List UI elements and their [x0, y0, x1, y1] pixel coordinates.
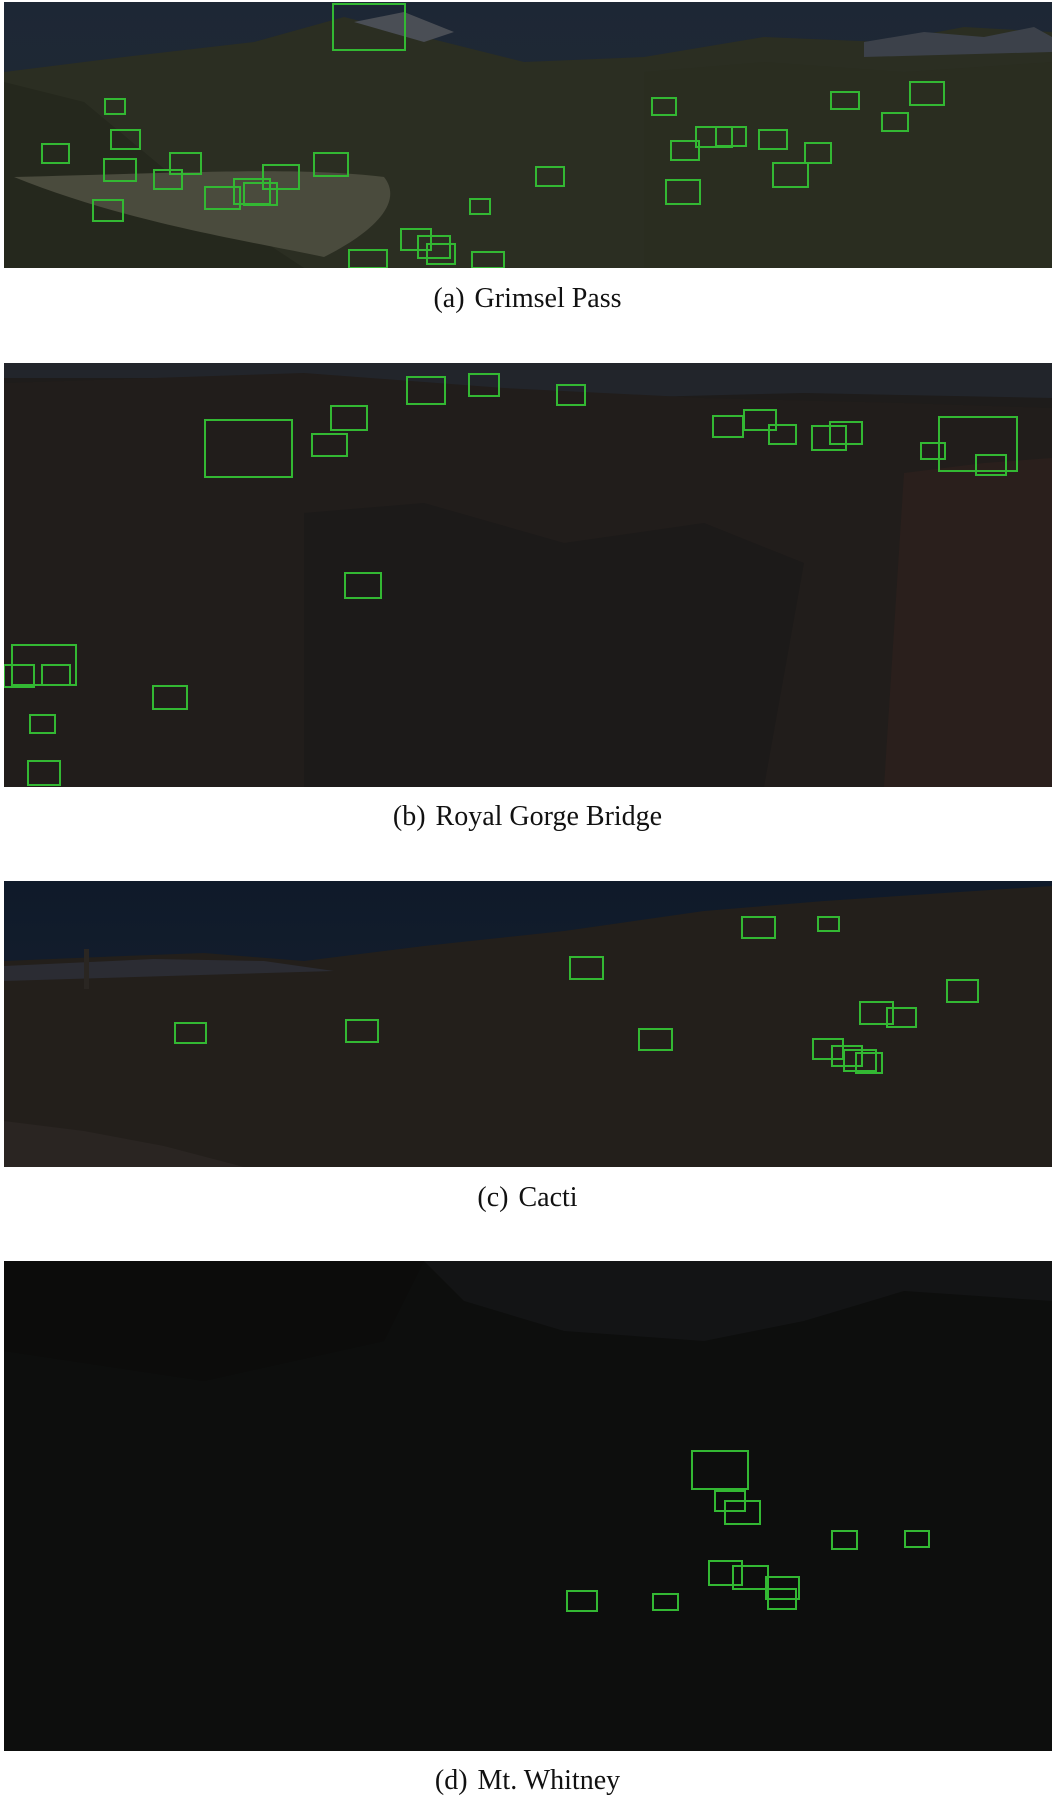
detection-boxes [566, 1450, 930, 1612]
detection-box [110, 129, 141, 150]
detection-box [204, 186, 241, 210]
detection-box [535, 166, 565, 187]
detection-box [569, 956, 604, 980]
detection-box [332, 3, 406, 51]
detection-box [975, 454, 1007, 476]
caption-text: Grimsel Pass [474, 283, 622, 314]
caption-label: (c) [477, 1182, 509, 1213]
detection-box [104, 98, 126, 115]
detection-box [174, 1022, 207, 1044]
panel-royal-gorge-bridge [4, 363, 1052, 787]
detection-box [765, 1576, 800, 1600]
caption-label: (d) [434, 1765, 468, 1796]
figure-caption-a: (a) Grimsel Pass [0, 283, 1055, 315]
detection-box [471, 251, 505, 268]
detection-box [909, 81, 945, 106]
detection-box [817, 916, 840, 932]
detection-box [741, 916, 776, 939]
detection-box [881, 112, 909, 132]
detection-box [406, 376, 446, 405]
detection-box [708, 1560, 743, 1586]
caption-text: Royal Gorge Bridge [435, 801, 663, 832]
figure-caption-d: (d) Mt. Whitney [0, 1765, 1055, 1797]
caption-text: Mt. Whitney [477, 1765, 621, 1796]
mt-whitney-image [4, 1261, 1052, 1751]
detection-box [638, 1028, 673, 1051]
detection-box [768, 424, 797, 445]
detection-box [886, 1007, 917, 1028]
detection-box [670, 140, 700, 161]
detection-box [169, 152, 202, 175]
detection-boxes [41, 3, 945, 268]
detection-box [855, 1052, 883, 1074]
royal-gorge-bridge-image [4, 363, 1052, 787]
detection-box [758, 129, 788, 150]
detection-box [859, 1001, 894, 1025]
detection-box [262, 164, 300, 190]
figure-caption-c: (c) Cacti [0, 1182, 1055, 1214]
detection-box [715, 126, 747, 147]
detection-box [29, 714, 56, 734]
panel-cacti [4, 881, 1052, 1167]
detection-box [400, 228, 432, 251]
detection-box [469, 198, 491, 215]
detection-box [103, 158, 137, 182]
cacti-image [4, 881, 1052, 1167]
detection-box [772, 162, 809, 188]
detection-box [41, 664, 71, 686]
detection-box [345, 1019, 379, 1043]
detection-box [831, 1530, 858, 1550]
detection-box [243, 182, 278, 206]
detection-box [311, 433, 348, 457]
detection-box [946, 979, 979, 1003]
detection-box [829, 421, 863, 445]
panel-mt-whitney [4, 1261, 1052, 1751]
detection-box [724, 1500, 761, 1525]
detection-boxes [174, 916, 979, 1074]
detection-box [804, 142, 832, 164]
detection-box [27, 760, 61, 786]
detection-box [651, 97, 677, 116]
detection-box [831, 1045, 863, 1067]
panel-grimsel-pass [4, 2, 1052, 268]
detection-box [313, 152, 349, 177]
detection-box [830, 91, 860, 110]
detection-box [743, 409, 777, 431]
caption-label: (a) [433, 283, 465, 314]
detection-box [348, 249, 388, 268]
detection-box [843, 1049, 877, 1072]
detection-box [904, 1530, 930, 1548]
detection-box [153, 169, 183, 190]
detection-box [556, 384, 586, 406]
grimsel-pass-image [4, 2, 1052, 268]
detection-box [344, 572, 382, 599]
detection-box [468, 373, 500, 397]
detection-box [92, 199, 124, 222]
figure-caption-b: (b) Royal Gorge Bridge [0, 801, 1055, 833]
detection-box [4, 664, 35, 688]
detection-box [426, 243, 456, 265]
detection-boxes [4, 373, 1018, 786]
detection-box [665, 179, 701, 205]
detection-box [41, 143, 70, 164]
detection-box [695, 126, 733, 148]
detection-box [330, 405, 368, 431]
detection-box [691, 1450, 749, 1490]
detection-box [920, 442, 946, 460]
detection-box [566, 1590, 598, 1612]
caption-label: (b) [392, 801, 426, 832]
detection-box [204, 419, 293, 478]
detection-box [152, 685, 188, 710]
caption-text: Cacti [518, 1182, 578, 1213]
detection-box [767, 1588, 797, 1610]
detection-box [417, 235, 451, 259]
detection-box [652, 1593, 679, 1611]
